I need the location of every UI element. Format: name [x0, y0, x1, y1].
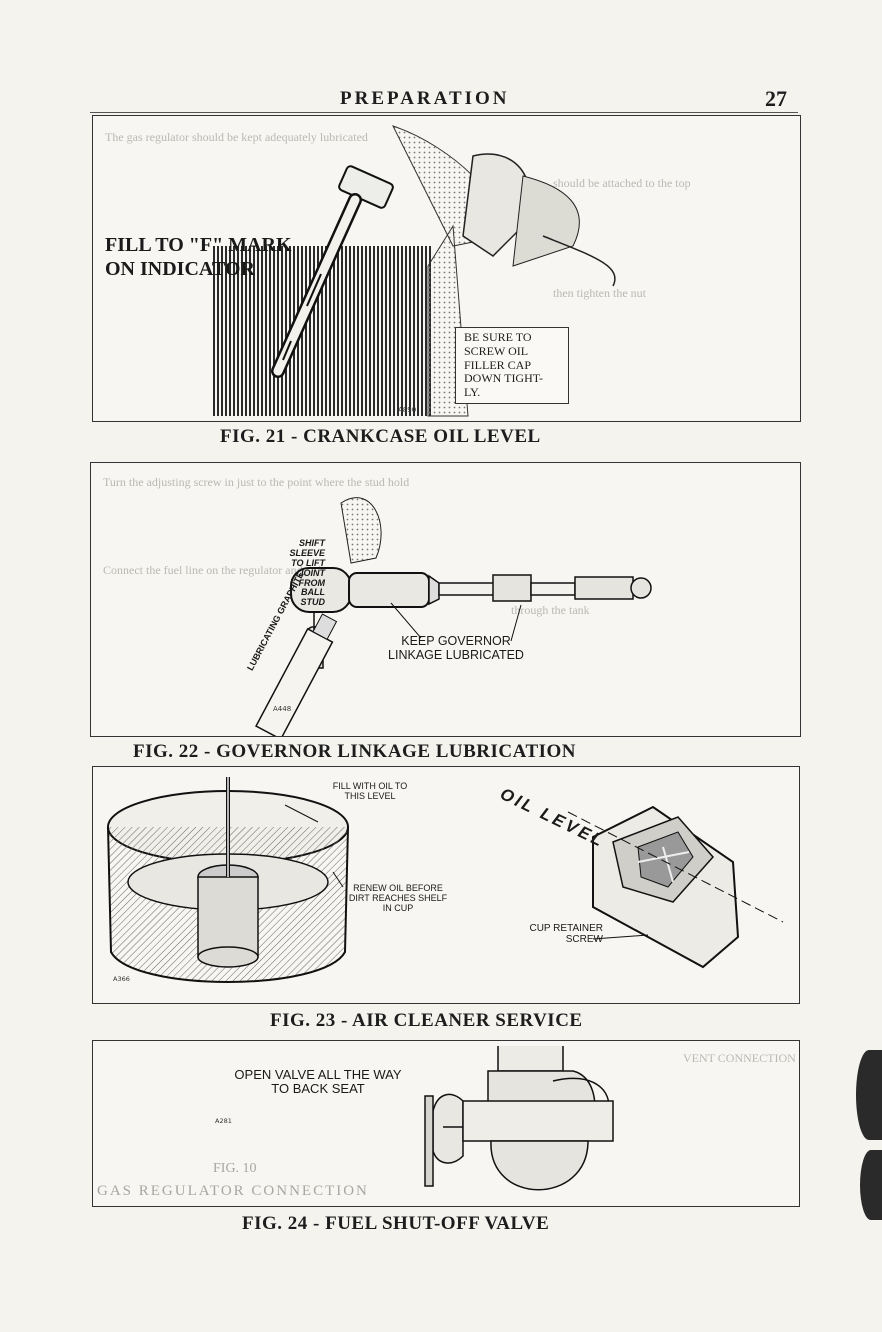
figure-21-panel: The gas regulator should be kept adequat… — [92, 115, 801, 422]
page-edge-shadow — [856, 1050, 882, 1140]
figure-24-panel: VENT CONNECTION A281 OPEN VALVE ALL THE … — [92, 1040, 800, 1207]
header-rule — [90, 112, 798, 113]
figure-ref: A448 — [273, 705, 291, 713]
bleed-through-text: The gas regulator should be kept adequat… — [105, 130, 368, 144]
figure-23-caption: FIG. 23 - AIR CLEANER SERVICE — [270, 1010, 583, 1031]
renew-oil-label: RENEW OIL BEFORE DIRT REACHES SHELF IN C… — [348, 883, 448, 913]
page-number: 27 — [765, 86, 787, 111]
bleed-through-text: Turn the adjusting screw in just to the … — [103, 475, 410, 489]
section-title: PREPARATION — [340, 88, 510, 109]
page-edge-shadow — [860, 1150, 882, 1220]
fuel-valve-illustration: A281 — [215, 1046, 614, 1191]
bleed-through-text: VENT CONNECTION — [683, 1051, 796, 1065]
cup-retainer-screw-label: CUP RETAINER SCREW — [529, 923, 603, 945]
screw-cap-note: BE SURE TO SCREW OIL FILLER CAP DOWN TIG… — [455, 327, 569, 404]
bleed-through-text: Connect the fuel line on the regulator a… — [103, 563, 339, 577]
open-valve-label: OPEN VALVE ALL THE WAY TO BACK SEAT — [234, 1067, 402, 1097]
shift-sleeve-label: SHIFT SLEEVE TO LIFT JOINT FROM BALL STU… — [289, 538, 325, 608]
fill-oil-label: FILL WITH OIL TO THIS LEVEL — [332, 781, 408, 801]
fill-mark-label: FILL TO "F" MARK ON INDICATOR — [105, 234, 292, 280]
figure-23-panel: A366 FILL WITH OIL TO THIS LEVEL RENEW O… — [92, 766, 800, 1004]
figure-22-panel: Turn the adjusting screw in just to the … — [90, 462, 801, 737]
ghost-figure-caption: GAS REGULATOR CONNECTION — [97, 1183, 369, 1199]
figure-ref: A281 — [215, 1117, 232, 1125]
bleed-through-text: then tighten the nut — [553, 286, 646, 300]
bleed-through-text: through the tank — [511, 603, 590, 617]
figure-21-caption: FIG. 21 - CRANKCASE OIL LEVEL — [220, 426, 541, 447]
ghost-figure-number: FIG. 10 — [213, 1161, 257, 1176]
governor-linkage-illustration: A448 — [255, 497, 652, 736]
figure-ref: A366 — [113, 975, 130, 983]
oil-filler-illustration: A890 — [213, 125, 616, 417]
air-cleaner-illustration: A366 — [107, 777, 784, 983]
figure-ref: A890 — [398, 406, 416, 414]
bleed-through-text: should be attached to the top — [553, 176, 691, 190]
figure-24-caption: FIG. 24 - FUEL SHUT-OFF VALVE — [242, 1213, 550, 1234]
figure-22-caption: FIG. 22 - GOVERNOR LINKAGE LUBRICATION — [133, 741, 577, 762]
keep-lubricated-label: KEEP GOVERNOR LINKAGE LUBRICATED — [388, 634, 524, 662]
